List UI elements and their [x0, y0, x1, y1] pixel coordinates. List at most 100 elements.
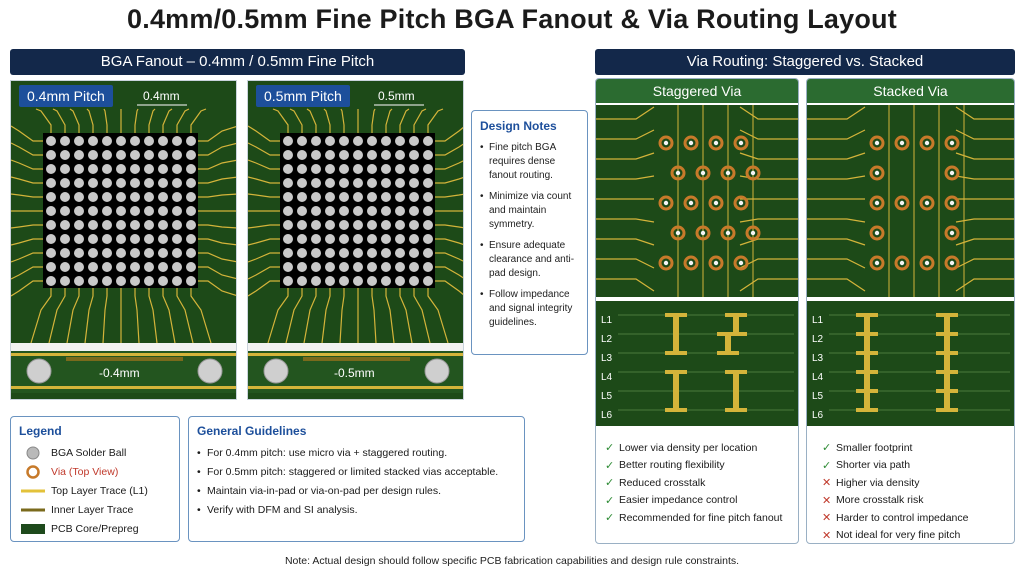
solder-ball	[325, 150, 335, 160]
solder-ball	[158, 220, 168, 230]
solder-ball	[409, 192, 419, 202]
solder-ball	[186, 220, 196, 230]
via-pad	[717, 351, 739, 355]
solder-ball	[46, 276, 56, 286]
route-trace	[807, 278, 866, 292]
solder-ball	[158, 150, 168, 160]
fanout-trace	[198, 266, 236, 280]
legend-label: Inner Layer Trace	[51, 503, 134, 516]
solder-ball	[116, 178, 126, 188]
solder-ball	[130, 178, 140, 188]
via	[944, 195, 960, 211]
guideline-item: For 0.5mm pitch: staggered or limited st…	[197, 463, 516, 482]
solder-ball	[172, 150, 182, 160]
solder-ball	[423, 206, 433, 216]
route-trace	[955, 238, 1014, 246]
fanout-trace	[11, 125, 43, 142]
solder-ball	[74, 220, 84, 230]
fanout-trace	[435, 280, 463, 296]
fanout-trace	[289, 108, 303, 133]
design-note-item: Ensure adequate clearance and anti-pad d…	[480, 239, 581, 281]
via-pad	[856, 313, 878, 317]
solder-ball-cross	[197, 358, 223, 384]
solder-ball	[88, 178, 98, 188]
solder-ball	[46, 164, 56, 174]
solder-ball	[46, 192, 56, 202]
layer-label: L5	[812, 391, 824, 402]
via-hole	[874, 170, 880, 176]
solder-ball-icon	[26, 446, 40, 459]
solder-ball	[74, 262, 84, 272]
solder-ball	[367, 150, 377, 160]
route-trace	[739, 129, 798, 140]
via	[745, 165, 761, 181]
solder-ball	[409, 262, 419, 272]
fanout-trace	[427, 108, 444, 133]
fanout-trace	[399, 288, 413, 344]
via	[683, 195, 699, 211]
solder-ball	[186, 192, 196, 202]
solder-ball	[311, 178, 321, 188]
via-hole	[949, 230, 955, 236]
solder-ball	[74, 248, 84, 258]
solder-ball	[60, 234, 70, 244]
via	[869, 165, 885, 181]
fanout-trace	[198, 238, 236, 246]
solder-ball	[283, 276, 293, 286]
via	[670, 165, 686, 181]
solder-ball	[367, 248, 377, 258]
fanout-trace	[176, 288, 194, 344]
staggered-via-label: Staggered Via	[596, 79, 798, 103]
solder-ball	[186, 234, 196, 244]
fanout-trace	[323, 108, 331, 133]
solder-ball	[172, 276, 182, 286]
solder-ball	[283, 178, 293, 188]
fanout-trace	[248, 159, 280, 170]
fanout-trace	[198, 224, 236, 229]
solder-ball	[339, 164, 349, 174]
check-icon: ✓	[822, 442, 832, 455]
solder-ball	[60, 262, 70, 272]
cross-icon: ✕	[822, 477, 832, 490]
solder-ball	[283, 220, 293, 230]
via-hole	[738, 140, 744, 146]
via-pad	[856, 408, 878, 412]
check-icon: ✓	[605, 477, 615, 490]
via-barrel	[733, 372, 739, 410]
solder-ball	[172, 178, 182, 188]
solder-ball	[423, 150, 433, 160]
via-pad	[856, 351, 878, 355]
via-barrel	[673, 315, 679, 353]
solder-ball	[116, 192, 126, 202]
solder-ball	[311, 234, 321, 244]
solder-ball	[339, 136, 349, 146]
solder-ball	[297, 136, 307, 146]
fanout-trace	[435, 160, 463, 170]
solder-ball	[60, 150, 70, 160]
solder-ball	[130, 136, 140, 146]
solder-ball	[130, 248, 140, 258]
solder-ball	[60, 220, 70, 230]
solder-ball	[46, 262, 56, 272]
solder-ball	[325, 206, 335, 216]
solder-ball	[367, 262, 377, 272]
solder-ball	[172, 220, 182, 230]
guideline-item: Verify with DFM and SI analysis.	[197, 501, 516, 520]
route-trace	[739, 238, 798, 246]
solder-ball	[186, 206, 196, 216]
solder-ball	[88, 150, 98, 160]
solder-ball	[116, 234, 126, 244]
stacked-via-card: Stacked Via L1 L2 L3 L4 L5 L6 ✓Smaller f…	[806, 78, 1015, 544]
solder-ball	[158, 164, 168, 174]
solder-ball	[158, 234, 168, 244]
solder-ball	[367, 192, 377, 202]
solder-ball	[381, 192, 391, 202]
fanout-trace	[371, 288, 377, 344]
solder-ball	[395, 164, 405, 174]
check-icon: ✓	[605, 459, 615, 472]
fanout-trace	[435, 224, 463, 229]
layer-label: L6	[812, 410, 824, 421]
solder-ball	[46, 220, 56, 230]
solder-ball	[423, 262, 433, 272]
stacked-point: ✓Shorter via path	[822, 459, 911, 472]
